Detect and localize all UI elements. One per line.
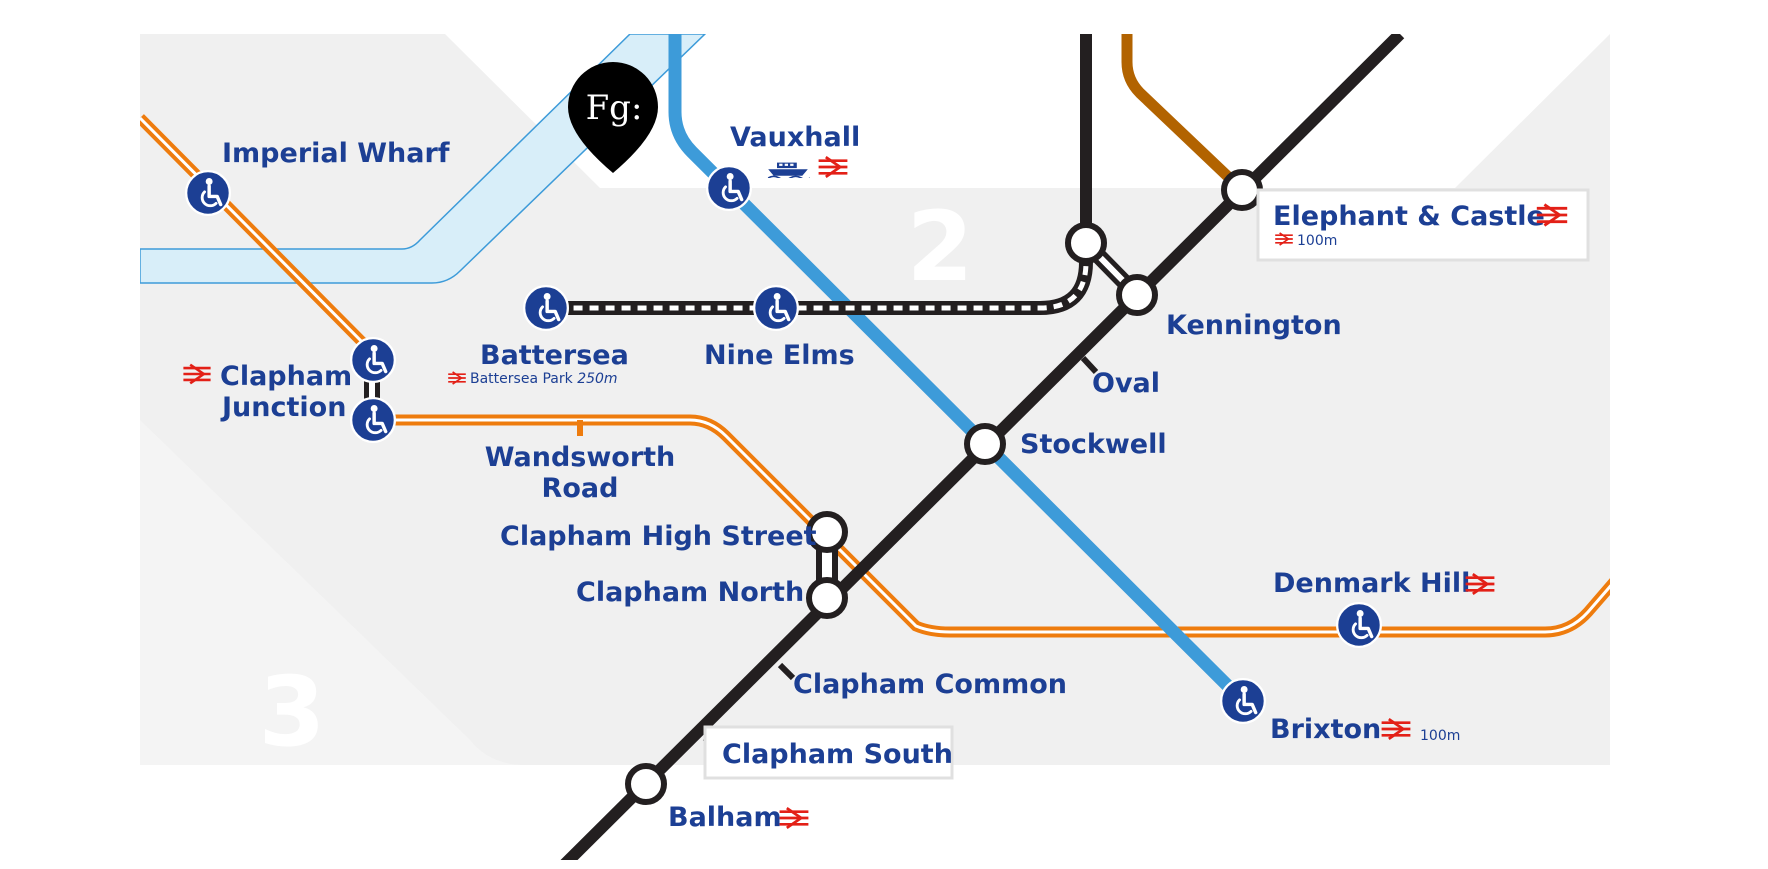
national-rail-icon bbox=[1274, 232, 1294, 246]
river-thames bbox=[140, 34, 707, 284]
national-rail-icon bbox=[817, 156, 849, 178]
station-label-nine-elms: Nine Elms bbox=[704, 340, 855, 371]
station-sub-battersea: Battersea Park 250m bbox=[470, 371, 618, 387]
wheelchair-icon bbox=[185, 170, 231, 216]
station-clapham-high-street bbox=[806, 511, 848, 553]
national-rail-icon bbox=[1535, 203, 1569, 227]
station-label-clapham-junction-2: Junction bbox=[220, 392, 346, 423]
station-kennington-branch bbox=[1065, 222, 1107, 264]
station-kennington bbox=[1116, 274, 1158, 316]
station-label-clapham-junction-1: Clapham bbox=[220, 361, 352, 392]
station-label-denmark-hill: Denmark Hill bbox=[1273, 568, 1470, 599]
national-rail-icon bbox=[1380, 717, 1412, 741]
national-rail-icon bbox=[447, 371, 467, 385]
interchange-stations bbox=[625, 169, 1263, 805]
station-label-stockwell: Stockwell bbox=[1020, 429, 1167, 460]
station-label-brixton: Brixton bbox=[1270, 714, 1381, 745]
victoria-line bbox=[668, 34, 1250, 708]
national-rail-icon bbox=[182, 363, 212, 385]
station-label-clapham-south: Clapham South bbox=[722, 739, 953, 770]
wheelchair-icon bbox=[753, 285, 799, 331]
wheelchair-icon bbox=[1220, 678, 1266, 724]
ferry-icon bbox=[767, 161, 810, 178]
station-elephant-castle bbox=[1221, 169, 1263, 211]
wheelchair-icon bbox=[1336, 602, 1382, 648]
station-label-elephant-castle: Elephant & Castle bbox=[1273, 201, 1545, 232]
clapham-south-label-box bbox=[703, 725, 954, 780]
elephant-castle-label-box bbox=[1256, 188, 1590, 262]
station-label-kennington: Kennington bbox=[1166, 310, 1342, 341]
zone-3-area bbox=[140, 420, 525, 765]
national-rail-icon bbox=[778, 806, 810, 830]
bakerloo-line bbox=[1121, 34, 1246, 194]
station-clapham-north bbox=[806, 577, 848, 619]
station-label-oval: Oval bbox=[1092, 368, 1160, 399]
station-stockwell bbox=[964, 423, 1006, 465]
station-label-battersea: Battersea bbox=[480, 340, 629, 371]
station-sub-elephant-castle: 100m bbox=[1297, 233, 1337, 249]
station-label-imperial-wharf: Imperial Wharf bbox=[222, 138, 450, 169]
marker-logo: Fg: bbox=[586, 88, 643, 128]
station-label-vauxhall: Vauxhall bbox=[730, 122, 860, 153]
zone-1-label: 1 bbox=[912, 59, 979, 171]
station-label-wandsworth-road-1: Wandsworth bbox=[485, 442, 676, 473]
station-label-clapham-high-street: Clapham High Street bbox=[500, 521, 817, 552]
zone-2-label: 2 bbox=[907, 191, 974, 303]
zone-3-label: 3 bbox=[259, 656, 326, 768]
national-rail-icon bbox=[1464, 572, 1496, 596]
overground-line bbox=[140, 114, 1610, 638]
station-label-clapham-north: Clapham North bbox=[576, 577, 804, 608]
wheelchair-icon bbox=[350, 337, 396, 383]
station-sub-brixton: 100m bbox=[1420, 728, 1460, 744]
station-label-wandsworth-road-2: Road bbox=[542, 473, 619, 504]
location-pin-icon[interactable]: Fg: bbox=[568, 62, 658, 173]
wheelchair-icon bbox=[350, 397, 396, 443]
wheelchair-icon bbox=[706, 165, 752, 211]
wheelchair-icon bbox=[523, 285, 569, 331]
station-label-balham: Balham bbox=[668, 802, 782, 833]
station-balham bbox=[625, 763, 667, 805]
station-label-clapham-common: Clapham Common bbox=[793, 669, 1067, 700]
